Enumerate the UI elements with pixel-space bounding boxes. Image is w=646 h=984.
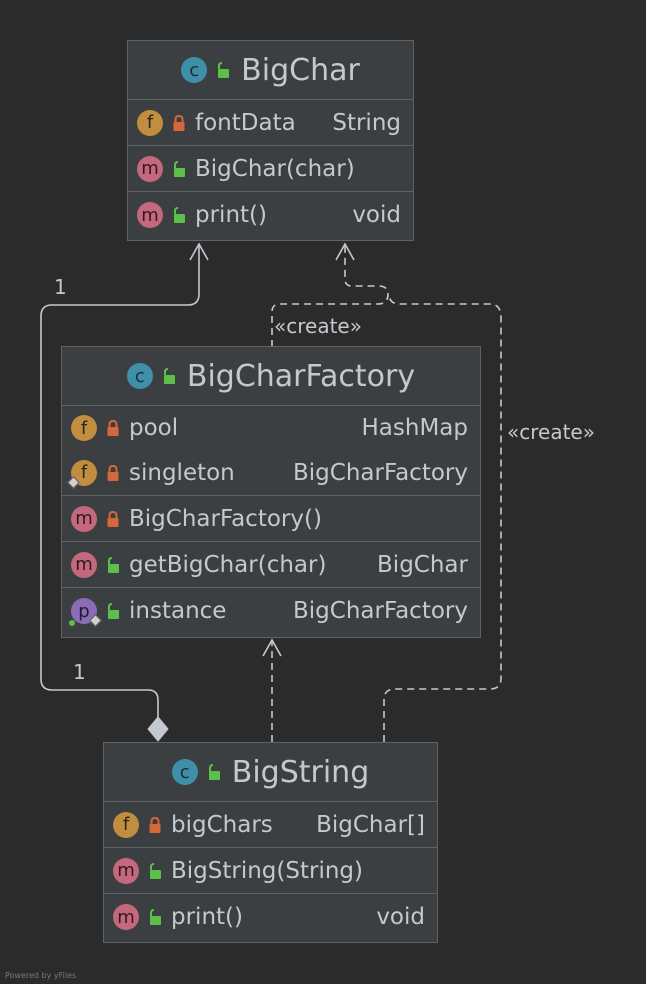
- member-name: print(): [171, 904, 243, 930]
- member-name: getBigChar(char): [129, 551, 327, 578]
- class-title: BigString: [231, 754, 370, 790]
- member-type: BigChar: [377, 551, 468, 578]
- method-icon: m: [71, 505, 97, 532]
- edge-dependency-bigstring-bigchar[interactable]: [383, 293, 502, 742]
- class-header: c BigCharFactory: [62, 347, 480, 406]
- property-icon: p: [69, 598, 102, 627]
- class-header: c BigString: [104, 743, 437, 802]
- class-icon: c: [171, 759, 198, 785]
- member-name: fontData: [195, 109, 296, 136]
- stereotype-label-create: «create»: [274, 314, 362, 338]
- multiplicity-label-target: 1: [54, 275, 67, 299]
- member-row[interactable]: p instance BigCharFactory: [62, 588, 480, 634]
- member-row[interactable]: m BigString(String): [104, 848, 437, 894]
- member-name: instance: [129, 598, 227, 624]
- member-type: BigCharFactory: [293, 459, 468, 486]
- public-marker-icon: [69, 620, 75, 626]
- lock-open-icon: [174, 207, 185, 223]
- method-icon: m: [137, 202, 163, 228]
- member-type: void: [352, 202, 401, 228]
- edge-dependency-factory-bigchar[interactable]: [271, 244, 389, 347]
- lock-open-icon: [108, 603, 119, 619]
- class-header: c BigChar: [128, 41, 413, 100]
- lock-open-icon: [218, 62, 230, 78]
- lock-open-icon: [163, 368, 175, 384]
- member-name: singleton: [129, 459, 235, 486]
- aggregation-diamond-icon: [147, 716, 169, 742]
- class-title: BigChar: [241, 52, 360, 88]
- class-node-bigcharfactory[interactable]: c BigCharFactory f pool HashMap f single…: [61, 346, 481, 638]
- field-icon: f: [113, 811, 139, 838]
- class-icon: c: [126, 363, 153, 389]
- powered-by-footer: Powered by yFiles: [5, 971, 77, 980]
- member-row[interactable]: m print() void: [128, 192, 413, 238]
- member-row[interactable]: m BigChar(char): [128, 146, 413, 192]
- member-row[interactable]: f pool HashMap: [62, 406, 480, 450]
- edge-arrowhead-open: [189, 242, 209, 261]
- member-name: BigString(String): [171, 857, 363, 884]
- lock-closed-icon: [173, 114, 185, 131]
- edge-aggregation-bigstring-bigchar[interactable]: [40, 244, 200, 717]
- lock-open-icon: [150, 909, 161, 925]
- class-node-bigchar[interactable]: c BigChar f fontData String m BigChar(ch…: [127, 40, 414, 241]
- lock-closed-icon: [107, 419, 119, 436]
- member-name: BigCharFactory(): [129, 505, 322, 532]
- member-row[interactable]: f bigChars BigChar[]: [104, 802, 437, 848]
- member-row[interactable]: m BigCharFactory(): [62, 496, 480, 542]
- member-name: pool: [129, 415, 179, 441]
- member-type: void: [376, 904, 425, 930]
- static-field-icon: f: [67, 459, 97, 489]
- static-marker-icon: [67, 475, 80, 489]
- class-title: BigCharFactory: [186, 358, 416, 394]
- member-type: HashMap: [361, 415, 469, 441]
- class-node-bigstring[interactable]: c BigString f bigChars BigChar[] m BigSt…: [103, 742, 438, 943]
- lock-open-icon: [108, 556, 119, 573]
- member-row[interactable]: f singleton BigCharFactory: [62, 450, 480, 496]
- member-row[interactable]: m print() void: [104, 894, 437, 940]
- lock-closed-icon: [149, 816, 161, 833]
- member-name: print(): [195, 202, 267, 228]
- field-icon: f: [137, 109, 163, 136]
- lock-closed-icon: [107, 510, 119, 527]
- field-icon: f: [71, 415, 97, 441]
- member-name: bigChars: [171, 811, 273, 838]
- method-icon: m: [137, 155, 163, 182]
- lock-open-icon: [174, 160, 185, 177]
- lock-closed-icon: [107, 464, 119, 481]
- member-type: BigCharFactory: [293, 598, 468, 624]
- method-icon: m: [113, 857, 139, 884]
- edge-arrowhead-open: [262, 638, 282, 657]
- multiplicity-label-source: 1: [73, 660, 86, 684]
- member-row[interactable]: m getBigChar(char) BigChar: [62, 542, 480, 588]
- member-row[interactable]: f fontData String: [128, 100, 413, 146]
- member-type: String: [332, 109, 401, 136]
- stereotype-label-create: «create»: [507, 420, 595, 444]
- class-icon: c: [181, 57, 208, 83]
- member-name: BigChar(char): [195, 155, 355, 182]
- member-type: BigChar[]: [316, 811, 425, 838]
- method-icon: m: [113, 904, 139, 930]
- edge-arrowhead-open: [335, 242, 355, 261]
- static-marker-icon: [89, 614, 102, 627]
- method-icon: m: [71, 551, 97, 578]
- lock-open-icon: [150, 862, 161, 879]
- lock-open-icon: [208, 764, 220, 780]
